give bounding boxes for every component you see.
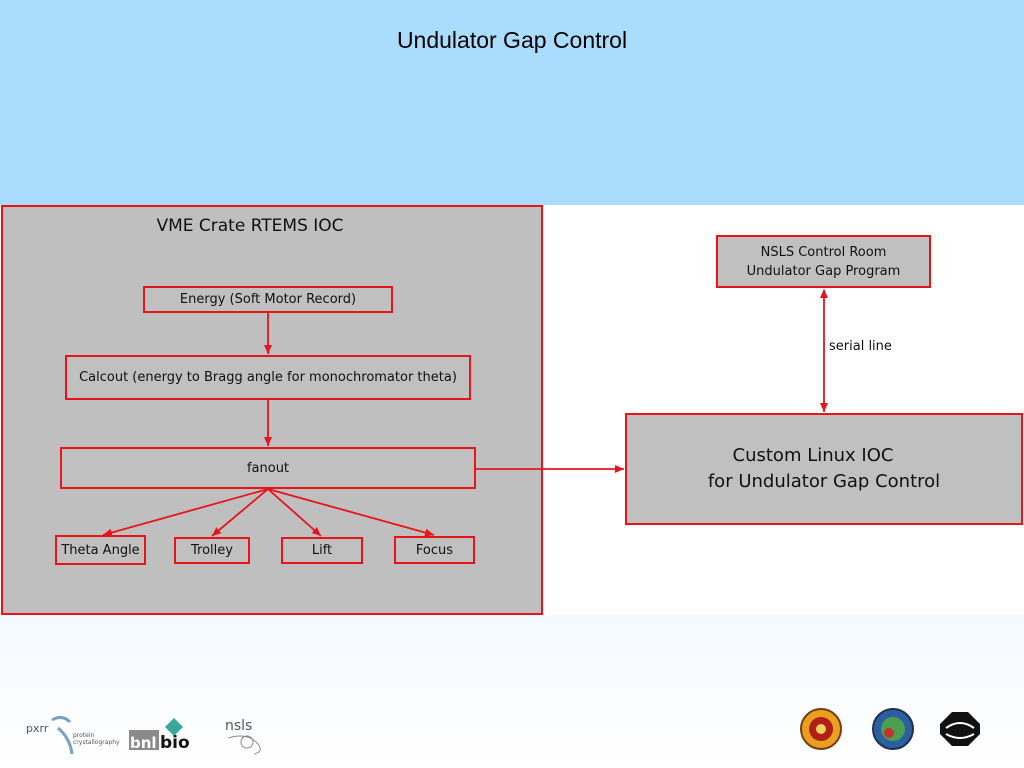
calcout-label: Calcout (energy to Bragg angle for monoc… xyxy=(79,370,457,385)
lift-node: Lift xyxy=(281,537,363,564)
linux-ioc-node: Custom Linux IOC for Undulator Gap Contr… xyxy=(625,413,1023,525)
focus-label: Focus xyxy=(415,542,454,558)
energy-label: Energy (Soft Motor Record) xyxy=(179,292,357,307)
linux-ioc-line1: Custom Linux IOC xyxy=(732,445,894,466)
seal-logo-3 xyxy=(940,712,980,746)
pxrr-logo-sub2: crystallography xyxy=(73,739,120,746)
seal-logo-2 xyxy=(872,708,914,750)
header-band xyxy=(0,0,1024,205)
pxrr-logo: pxrr protein crystallography xyxy=(26,715,120,755)
arrow-fanout-to-focus xyxy=(267,488,435,537)
footer-band xyxy=(0,615,1024,768)
theta-angle-label: Theta Angle xyxy=(61,542,140,558)
control-room-node: NSLS Control Room Undulator Gap Program xyxy=(716,235,931,288)
bnl-logo-text: bnl xyxy=(130,734,157,752)
fanout-label: fanout xyxy=(246,460,290,476)
control-room-line1: NSLS Control Room xyxy=(760,244,887,260)
pxrr-logo-sub1: protein xyxy=(73,732,95,739)
arrow-fanout-to-trolley xyxy=(211,488,269,537)
slide-title: Undulator Gap Control xyxy=(396,27,628,53)
trolley-node: Trolley xyxy=(174,537,250,564)
vme-crate-title: VME Crate RTEMS IOC xyxy=(156,216,344,236)
arrow-fanout-to-lift xyxy=(267,488,322,537)
trolley-label: Trolley xyxy=(191,543,233,558)
focus-node: Focus xyxy=(394,536,475,564)
control-room-line2: Undulator Gap Program xyxy=(746,263,901,279)
bio-logo-text: bio xyxy=(160,733,190,753)
bnl-bio-logo: bnl bio xyxy=(129,718,190,753)
lift-label: Lift xyxy=(311,543,333,558)
pxrr-logo-text: pxrr xyxy=(26,722,49,735)
energy-node: Energy (Soft Motor Record) xyxy=(143,286,393,313)
fanout-node: fanout xyxy=(60,447,476,489)
linux-ioc-line2: for Undulator Gap Control xyxy=(707,471,941,492)
arrow-fanout-to-theta xyxy=(102,488,269,537)
calcout-node: Calcout (energy to Bragg angle for monoc… xyxy=(65,355,471,400)
nsls-logo-text: nsls xyxy=(225,718,252,734)
seal-logo-1 xyxy=(800,708,842,750)
nsls-logo: nsls xyxy=(225,718,261,755)
theta-angle-node: Theta Angle xyxy=(55,535,146,565)
serial-line-label: serial line xyxy=(829,339,892,354)
